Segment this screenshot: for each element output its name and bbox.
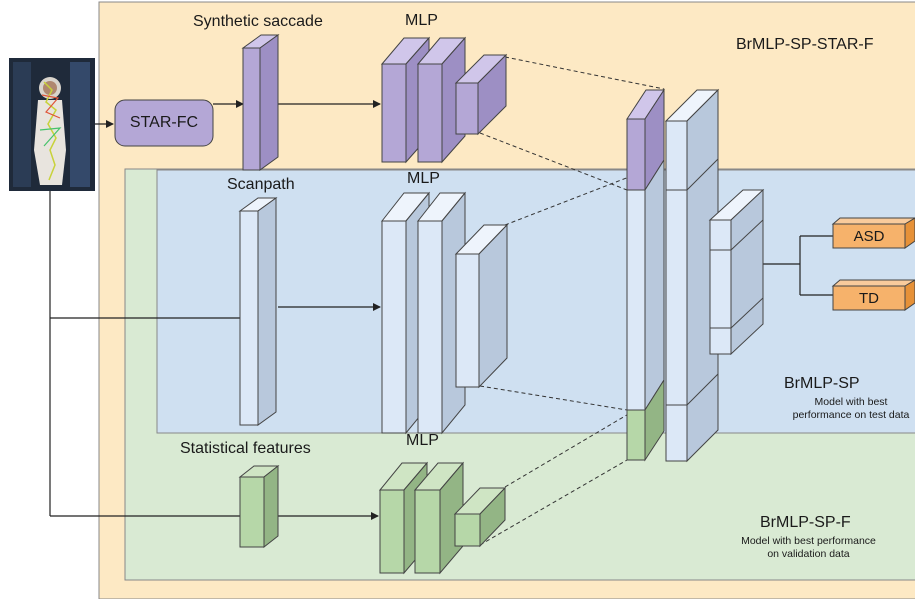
brmlp-sp-star-f-title: BrMLP-SP-STAR-F [736, 36, 874, 53]
statistical-features-label: Statistical features [180, 440, 311, 457]
brmlp-sp-f-title: BrMLP-SP-F [760, 514, 851, 531]
brmlp-sp-title: BrMLP-SP [784, 375, 860, 392]
statistical-features-block [238, 464, 280, 549]
brmlp-sp-f-note-line2: on validation data [767, 548, 850, 560]
mlp-top-layers [380, 36, 508, 164]
concat-column-left [626, 88, 665, 462]
dashed-projections [479, 56, 665, 546]
star-fc-box [114, 99, 214, 147]
scanpath-label: Scanpath [227, 176, 295, 193]
mlp-middle-layers [380, 191, 509, 435]
output-dense-block [708, 188, 765, 356]
asd-label: ASD [853, 227, 885, 245]
mlp-bottom-label: MLP [406, 432, 439, 449]
mlp-middle-label: MLP [407, 170, 440, 187]
star-fc-label: STAR-FC [129, 114, 199, 131]
mlp-bottom-layers [378, 461, 507, 575]
synthetic-saccade-label: Synthetic saccade [193, 13, 323, 30]
synthetic-saccade-block [241, 34, 280, 171]
concat-column-right [664, 88, 720, 463]
brmlp-sp-f-note-line1: Model with best performance [741, 535, 876, 547]
brmlp-sp-f-note: Model with best performance on validatio… [721, 535, 896, 561]
asd-output-box [831, 217, 915, 249]
td-output-box [831, 279, 915, 311]
brmlp-sp-note-line2: performance on test data [792, 409, 910, 421]
input-image [9, 58, 95, 191]
brmlp-sp-note: Model with best performance on test data [781, 396, 915, 422]
scanpath-block [238, 197, 278, 426]
input-connectors [49, 100, 833, 520]
td-label: TD [859, 289, 879, 307]
brmlp-sp-note-line1: Model with best [814, 396, 888, 408]
region-brmlp-sp [156, 169, 915, 434]
mlp-top-label: MLP [405, 12, 438, 29]
